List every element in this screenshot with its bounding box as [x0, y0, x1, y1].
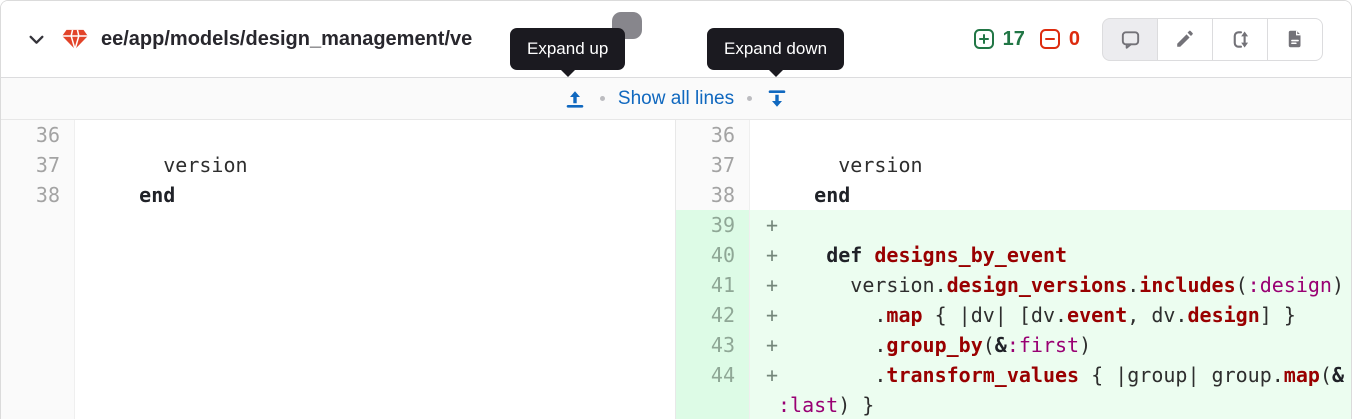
line-number[interactable]: 36 — [1, 120, 75, 150]
line-number[interactable]: 37 — [676, 150, 750, 180]
removed-lines-stat: 0 — [1038, 27, 1080, 51]
tooltip-text: Expand down — [724, 39, 828, 58]
separator-dot — [747, 96, 753, 101]
code-line: version — [766, 153, 923, 177]
pencil-icon — [1174, 28, 1196, 50]
code-line: + .transform_values { |group| group.map(… — [750, 360, 1351, 390]
separator-dot — [599, 96, 605, 101]
line-number — [1, 330, 75, 360]
code-line: end — [139, 183, 176, 207]
code-line: :last) } — [750, 390, 1351, 419]
diff-row: 42+ .map { |dv| [dv.event, dv.design] } — [676, 300, 1351, 330]
expand-lines-bar: Show all lines — [1, 78, 1351, 120]
code-line: + .map { |dv| [dv.event, dv.design] } — [750, 300, 1351, 330]
plus-square-icon — [973, 29, 994, 49]
diff-row — [1, 300, 675, 330]
line-number — [1, 210, 75, 240]
show-all-lines-link[interactable]: Show all lines — [617, 87, 735, 109]
compare-icon — [1229, 28, 1252, 51]
toggle-comments-button[interactable] — [1102, 17, 1158, 61]
diff-row: 38 end — [1, 180, 675, 210]
diff-row: 36 — [676, 120, 1351, 150]
code-line: + — [750, 210, 1351, 240]
tooltip-expand-down: Expand down — [707, 28, 845, 77]
line-number[interactable]: 37 — [1, 150, 75, 180]
code-line: + version.design_versions.includes(:desi… — [750, 270, 1351, 300]
code-line — [75, 300, 675, 330]
diff-row: :last) } — [676, 390, 1351, 419]
code-line — [75, 360, 675, 390]
line-number[interactable]: 42 — [676, 300, 750, 330]
line-number — [676, 390, 750, 419]
file-icon — [1284, 28, 1306, 50]
file-header: ee/app/models/design_management/ve 17 0 — [1, 1, 1351, 78]
line-number[interactable]: 43 — [676, 330, 750, 360]
expand-down-button[interactable] — [765, 87, 789, 111]
gem-icon — [61, 25, 89, 53]
view-file-button[interactable] — [1267, 17, 1323, 61]
line-number[interactable]: 41 — [676, 270, 750, 300]
code-line — [75, 240, 675, 270]
line-number — [1, 270, 75, 300]
expand-down-icon — [765, 87, 789, 111]
file-actions-button-group — [1102, 17, 1323, 61]
line-number — [1, 360, 75, 390]
tooltip-text: Expand up — [527, 39, 609, 58]
line-number — [1, 390, 75, 419]
code-line — [75, 120, 675, 150]
diff-row — [1, 360, 675, 390]
diff-row — [1, 240, 675, 270]
code-line: version — [91, 153, 248, 177]
code-line — [750, 120, 1351, 150]
minus-square-icon — [1039, 29, 1060, 49]
code-line: end — [814, 183, 851, 207]
line-number[interactable]: 38 — [676, 180, 750, 210]
code-line — [75, 210, 675, 240]
diff-row: 39+ — [676, 210, 1351, 240]
line-number[interactable]: 40 — [676, 240, 750, 270]
removed-count: 0 — [1068, 27, 1080, 50]
diff-row — [1, 330, 675, 360]
tooltip-expand-up: Expand up — [510, 28, 626, 77]
line-number[interactable]: 44 — [676, 360, 750, 390]
code-line — [75, 330, 675, 360]
added-lines-stat: 17 — [972, 27, 1025, 51]
file-path[interactable]: ee/app/models/design_management/ve — [101, 27, 473, 50]
line-number[interactable]: 38 — [1, 180, 75, 210]
added-count: 17 — [1002, 27, 1025, 50]
diff-row: 41+ version.design_versions.includes(:de… — [676, 270, 1351, 300]
comment-icon — [1119, 28, 1142, 51]
code-line — [75, 270, 675, 300]
line-number — [1, 300, 75, 330]
code-line — [75, 390, 675, 419]
diff-row: 36 — [1, 120, 675, 150]
line-number[interactable]: 36 — [676, 120, 750, 150]
chevron-down-icon — [28, 31, 45, 48]
diff-row — [1, 270, 675, 300]
diff-row: 38 end — [676, 180, 1351, 210]
file-header-actions: 17 0 — [972, 17, 1323, 61]
line-number[interactable]: 39 — [676, 210, 750, 240]
diff-row: 37 version — [1, 150, 675, 180]
collapse-file-button[interactable] — [21, 24, 51, 54]
edit-file-button[interactable] — [1157, 17, 1213, 61]
code-line: + def designs_by_event — [750, 240, 1351, 270]
diff-row — [1, 390, 675, 419]
compare-versions-button[interactable] — [1212, 17, 1268, 61]
diff-row: 44+ .transform_values { |group| group.ma… — [676, 360, 1351, 390]
diff-row: 40+ def designs_by_event — [676, 240, 1351, 270]
expand-up-button[interactable] — [563, 87, 587, 111]
diff-row: 43+ .group_by(&:first) — [676, 330, 1351, 360]
expand-up-icon — [563, 87, 587, 111]
code-line: + .group_by(&:first) — [750, 330, 1351, 360]
line-number — [1, 240, 75, 270]
diff-row — [1, 210, 675, 240]
diff-row: 37 version — [676, 150, 1351, 180]
